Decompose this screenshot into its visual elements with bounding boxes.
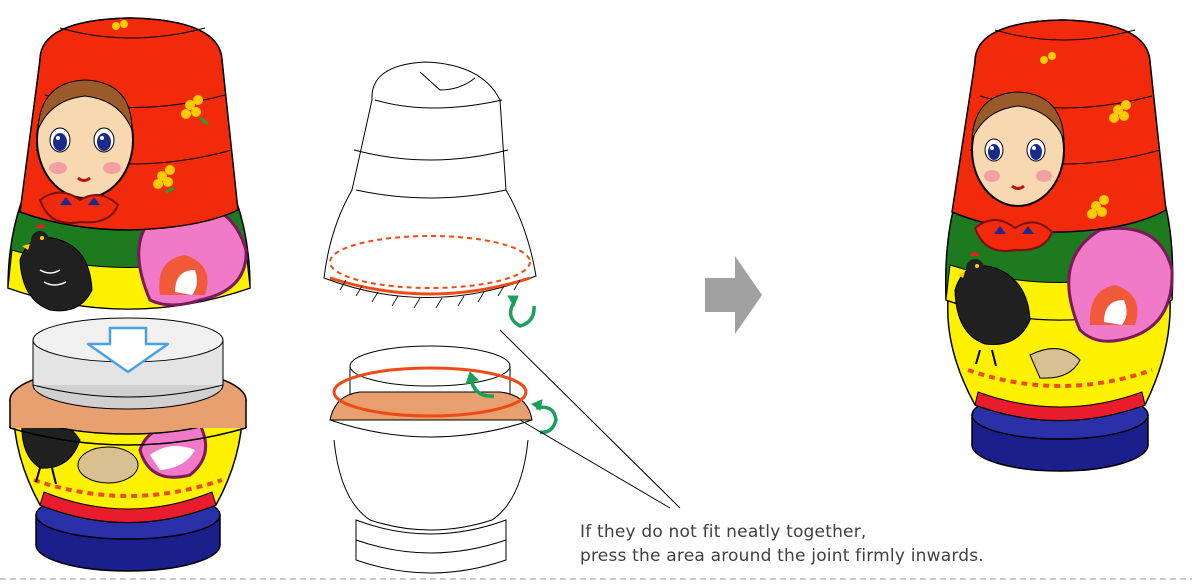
flower-icon [112, 20, 209, 194]
doll-face-left [36, 79, 134, 199]
doll-upper-half-left [7, 17, 251, 312]
note-line-1: If they do not fit neatly together, [580, 522, 867, 542]
hen-icon [954, 252, 1031, 367]
flower-icon [1040, 52, 1131, 219]
note-line-2: press the area around the joint firmly i… [580, 546, 984, 566]
rotate-arrow-icon [465, 371, 558, 434]
rotate-arrow-icon [507, 295, 536, 328]
doll-outline-middle [323, 61, 681, 574]
doll-face-right [971, 91, 1065, 207]
doll-separated [7, 17, 251, 572]
down-arrow-icon [86, 326, 170, 374]
hen-icon [19, 224, 93, 312]
doll-assembled [944, 19, 1174, 472]
next-step-arrow-icon [705, 256, 762, 334]
joint-instruction-note: If they do not fit neatly together, pres… [580, 520, 1180, 568]
